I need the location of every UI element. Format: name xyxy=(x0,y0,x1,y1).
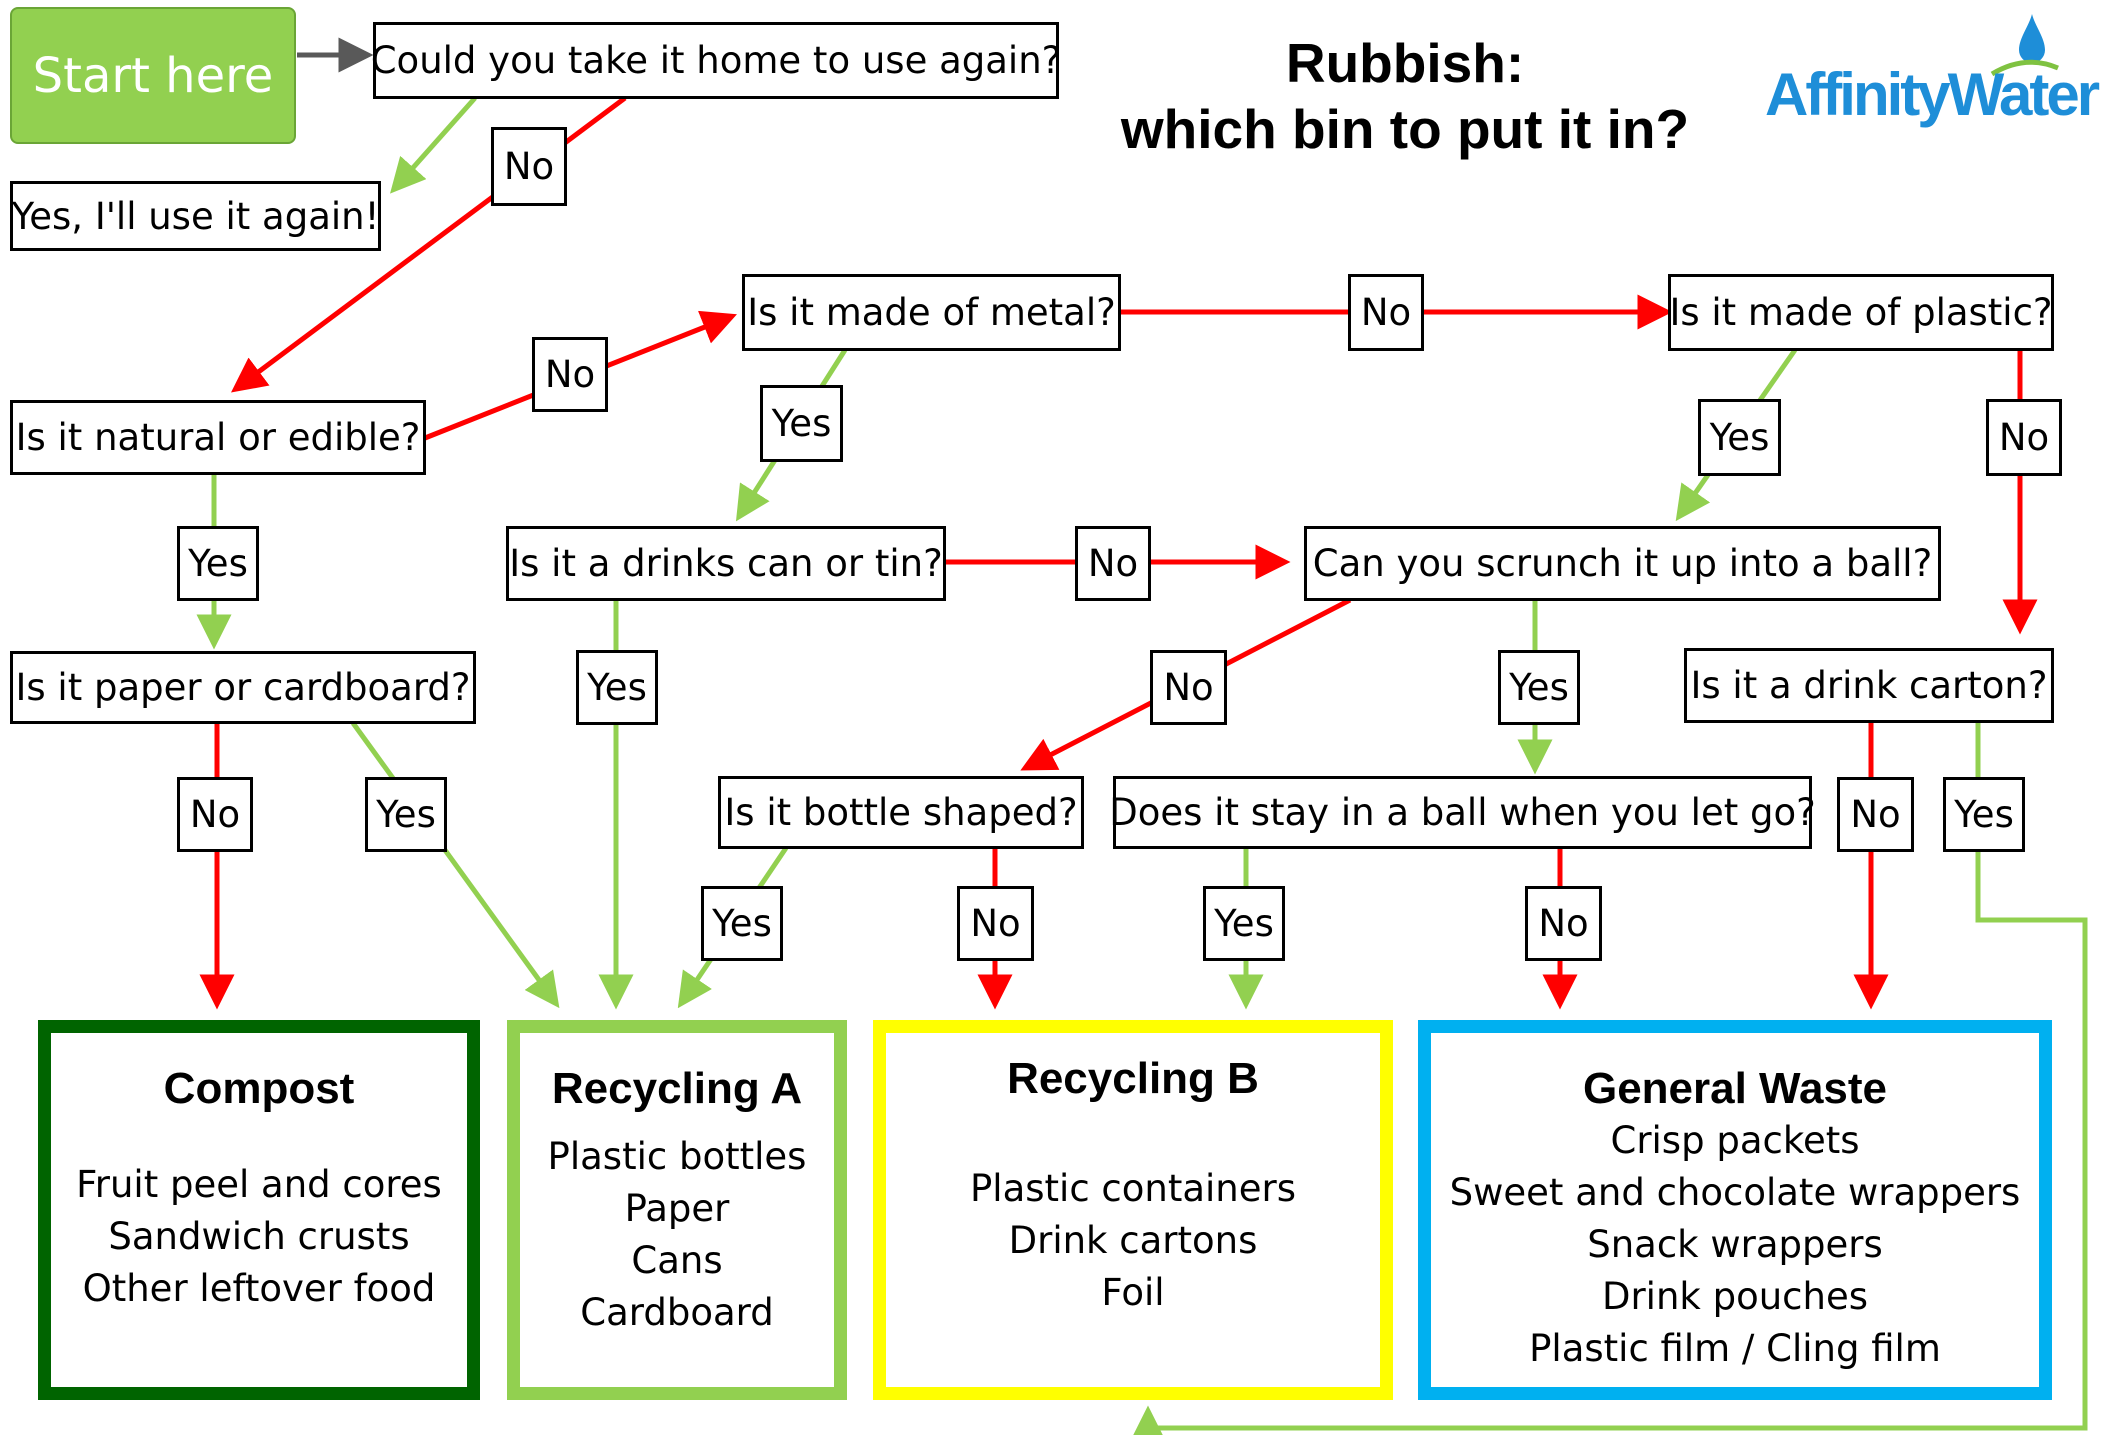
bin-recycling-b-item: Plastic containers xyxy=(969,1167,1297,1210)
label-bottle-yes: Yes xyxy=(701,886,783,961)
arrow-paper-yes xyxy=(350,721,560,1009)
answer-use-again: Yes, I'll use it again! xyxy=(10,181,381,251)
question-drinks-can: Is it a drinks can or tin? xyxy=(506,526,946,601)
title-line-2: which bin to put it in? xyxy=(1120,98,1690,160)
water-swoosh-icon xyxy=(1990,59,2059,77)
label-paper-yes: Yes xyxy=(365,777,447,852)
bin-general-waste: General Waste Crisp packets Sweet and ch… xyxy=(1418,1020,2052,1400)
question-stay-ball: Does it stay in a ball when you let go? xyxy=(1109,776,1816,849)
label-natural-no: No xyxy=(532,337,608,412)
label-drinks-can-no: No xyxy=(1075,526,1151,601)
bin-general-item: Snack wrappers xyxy=(1587,1223,1883,1266)
bin-recycling-b-item: Drink cartons xyxy=(1008,1219,1258,1262)
label-paper-no: No xyxy=(177,777,253,852)
bin-recycling-a: Recycling A Plastic bottles Paper Cans C… xyxy=(507,1020,847,1400)
bin-general-item: Sweet and chocolate wrappers xyxy=(1449,1171,2021,1214)
label-plastic-no: No xyxy=(1986,399,2062,476)
title-line-1: Rubbish: xyxy=(1285,32,1525,94)
label-stay-ball-no: No xyxy=(1525,886,1602,961)
affinity-water-logo: AffinityWater xyxy=(1765,61,2100,128)
question-metal: Is it made of metal? xyxy=(742,274,1121,351)
question-carton: Is it a drink carton? xyxy=(1684,648,2054,723)
bin-compost-item: Fruit peel and cores xyxy=(76,1163,442,1206)
question-bottle: Is it bottle shaped? xyxy=(718,776,1084,849)
label-natural-yes: Yes xyxy=(177,526,259,601)
bin-general-title: General Waste xyxy=(1582,1064,1888,1113)
label-drinks-can-yes: Yes xyxy=(576,650,658,725)
arrow-carton-yes xyxy=(1130,722,2088,1435)
bin-compost-item: Sandwich crusts xyxy=(108,1215,410,1258)
bin-general-item: Plastic film / Cling film xyxy=(1529,1327,1941,1370)
label-plastic-yes: Yes xyxy=(1698,399,1781,476)
water-drop-icon xyxy=(2019,14,2045,63)
bin-recycling-b-item: Foil xyxy=(1101,1271,1165,1314)
arrow-take-home-yes xyxy=(390,96,477,194)
bin-compost: Compost Fruit peel and cores Sandwich cr… xyxy=(38,1020,480,1400)
question-paper: Is it paper or cardboard? xyxy=(10,651,476,724)
bin-recycling-a-item: Cardboard xyxy=(580,1291,774,1334)
bin-recycling-b: Recycling B Plastic containers Drink car… xyxy=(873,1020,1393,1400)
label-stay-ball-yes: Yes xyxy=(1203,886,1285,961)
question-take-home: Could you take it home to use again? xyxy=(371,22,1061,99)
question-plastic: Is it made of plastic? xyxy=(1668,274,2054,351)
label-scrunch-no: No xyxy=(1150,650,1227,725)
bin-general-item: Crisp packets xyxy=(1610,1119,1860,1162)
start-button[interactable]: Start here xyxy=(10,7,296,144)
label-carton-yes: Yes xyxy=(1943,777,2025,852)
label-carton-no: No xyxy=(1837,777,1914,852)
bin-recycling-b-title: Recycling B xyxy=(1007,1054,1259,1103)
label-scrunch-yes: Yes xyxy=(1498,650,1580,725)
bin-recycling-a-item: Cans xyxy=(631,1239,723,1282)
bin-recycling-a-item: Plastic bottles xyxy=(547,1135,807,1178)
label-bottle-no: No xyxy=(957,886,1034,961)
question-scrunch: Can you scrunch it up into a ball? xyxy=(1304,526,1941,601)
bin-compost-item: Other leftover food xyxy=(82,1267,436,1310)
question-natural: Is it natural or edible? xyxy=(10,400,426,475)
label-metal-no: No xyxy=(1348,274,1424,351)
bin-compost-title: Compost xyxy=(163,1064,355,1113)
page-title: Rubbish: which bin to put it in? xyxy=(1080,30,1730,162)
label-metal-yes: Yes xyxy=(760,385,843,462)
bin-recycling-a-title: Recycling A xyxy=(551,1064,803,1113)
label-take-home-no: No xyxy=(491,127,567,206)
bin-recycling-a-item: Paper xyxy=(624,1187,730,1230)
bin-general-item: Drink pouches xyxy=(1601,1275,1869,1318)
